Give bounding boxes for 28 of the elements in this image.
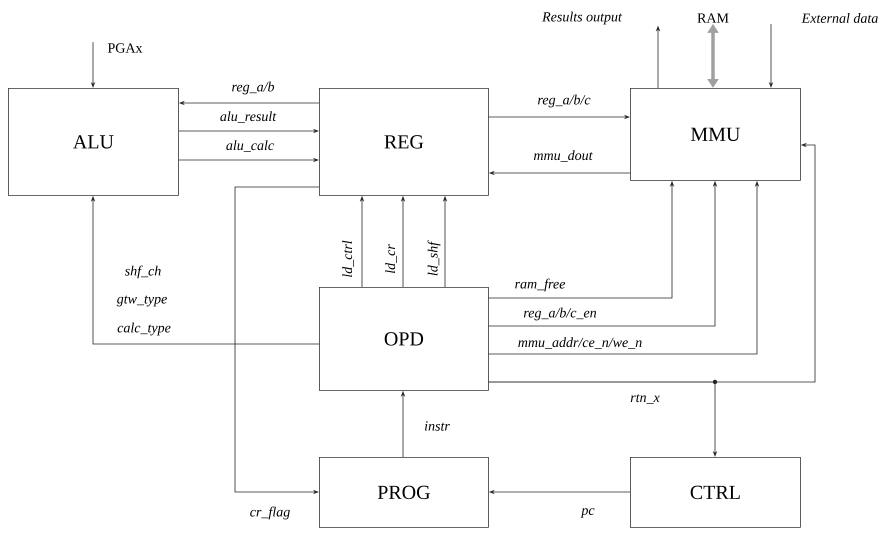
- edge-label: rtn_x: [630, 394, 660, 404]
- edge-label: cr_flag: [250, 506, 290, 520]
- signal-label: gtw_type: [116, 296, 167, 306]
- signal-label: RAM: [697, 13, 729, 23]
- edge-label: reg_a/b/c_en: [524, 308, 596, 320]
- edge-label: alu_result: [220, 111, 276, 123]
- block-box: REG: [319, 88, 489, 196]
- edge-label: ram_free: [515, 278, 566, 292]
- edge-label: ld_cr: [385, 244, 397, 274]
- edge-label: pc: [580, 508, 594, 518]
- edge-label: reg_a/b/c: [538, 94, 590, 108]
- signal-label: shf_ch: [124, 266, 161, 278]
- edge-label: ld_ctrl: [342, 240, 354, 277]
- block-box: PROG: [319, 457, 489, 528]
- edge-label: calc_type: [118, 322, 171, 336]
- edge-label: alu_calc: [226, 140, 274, 152]
- block-box: CTRL: [630, 457, 801, 528]
- signal-label: PGAx: [108, 43, 142, 53]
- signal-label: Results output: [542, 12, 622, 24]
- edge-label: reg_a/b: [232, 82, 274, 94]
- edge-label: mmu_addr/ce_n/we_n: [518, 337, 642, 349]
- edge-label: ld_shf: [428, 240, 440, 276]
- edge-label: mmu_dout: [534, 150, 593, 162]
- edge-label: instr: [424, 421, 450, 431]
- block-box: MMU: [630, 88, 801, 181]
- block-box: ALU: [8, 88, 179, 196]
- signal-label: External data: [802, 13, 878, 23]
- block-box: OPD: [319, 287, 489, 391]
